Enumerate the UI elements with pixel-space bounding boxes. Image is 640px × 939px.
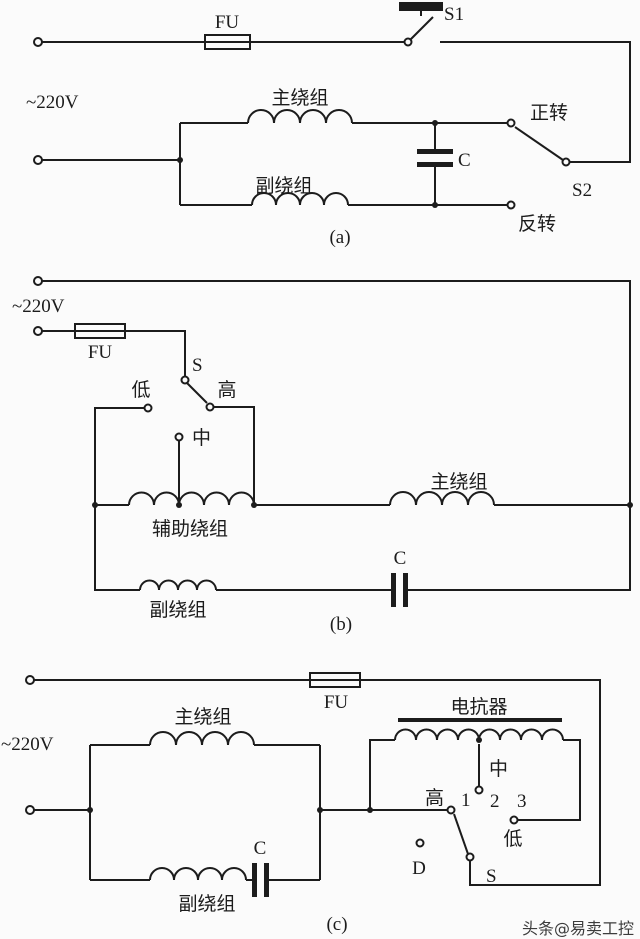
main-winding-coil-c — [149, 731, 255, 746]
diagram-a: FU S1 ~220V 主绕组 副绕组 C 正转 S2 反转 (a) — [26, 2, 631, 248]
voltage-label-b: ~220V — [12, 296, 65, 317]
capacitor-plate-right-c — [264, 863, 269, 897]
capacitor-label-a: C — [458, 150, 471, 171]
voltage-label-c: ~220V — [1, 734, 54, 755]
tap2-label: 2 — [490, 791, 500, 812]
caption-b: (b) — [330, 614, 352, 635]
capacitor-plate-right-b — [403, 573, 408, 607]
aux-winding-label-c: 副绕组 — [178, 893, 235, 915]
tap1-label: 1 — [461, 790, 471, 811]
low-speed-contact-b — [143, 403, 153, 413]
aux-winding-label-b: 副绕组 — [149, 599, 206, 621]
junction-dot — [432, 202, 438, 208]
aux-winding-label-a: 副绕组 — [255, 175, 312, 197]
s-pivot-contact-b — [180, 375, 190, 385]
main-winding-label-a: 主绕组 — [271, 87, 328, 109]
mid-speed-contact-c — [474, 785, 484, 795]
main-winding-coil-b — [389, 491, 495, 506]
mid-speed-contact-b — [174, 432, 184, 442]
fuse-symbol-b — [74, 323, 126, 339]
reactor-core-bar — [398, 718, 562, 722]
wires-b — [42, 280, 631, 591]
wires-a — [42, 41, 631, 206]
supply-terminal — [25, 805, 35, 815]
capacitor-plate-bottom-a — [417, 162, 453, 167]
helper-winding-coil-b — [128, 491, 255, 506]
d-contact-c — [415, 838, 425, 848]
s2-switch-blade — [514, 126, 564, 161]
reactor-label: 电抗器 — [450, 696, 507, 718]
junction-dot — [432, 120, 438, 126]
tap3-label: 3 — [517, 791, 527, 812]
capacitor-plate-left-c — [252, 863, 257, 897]
high-speed-contact-b — [205, 402, 215, 412]
caption-c: (c) — [326, 914, 347, 935]
main-winding-label-c: 主绕组 — [174, 706, 231, 728]
main-winding-label-b: 主绕组 — [430, 471, 487, 493]
mid-label-c: 中 — [489, 758, 508, 780]
supply-terminal — [33, 155, 43, 165]
helper-winding-label-b: 辅助绕组 — [152, 518, 228, 540]
d-label-c: D — [412, 858, 426, 879]
supply-terminal — [33, 276, 43, 286]
s-label-c: S — [486, 866, 497, 887]
capacitor-plate-left-b — [391, 573, 396, 607]
capacitor-label-c: C — [254, 838, 267, 859]
supply-terminal — [25, 675, 35, 685]
capacitor-label-b: C — [394, 548, 407, 569]
caption-a: (a) — [329, 227, 350, 248]
fuse-symbol-c — [309, 672, 361, 688]
junction-dot — [177, 157, 183, 163]
s1-hinge-contact — [403, 37, 413, 47]
low-label-b: 低 — [131, 379, 150, 401]
junction-dot — [176, 502, 182, 508]
main-winding-coil-a — [247, 109, 353, 124]
low-label-c: 低 — [503, 828, 522, 850]
s2-label: S2 — [572, 180, 592, 201]
fuse-label-b: FU — [88, 342, 113, 363]
aux-winding-coil-a — [251, 192, 349, 206]
s1-label: S1 — [444, 4, 464, 25]
high-label-c: 高 — [425, 787, 444, 809]
watermark-text: 头条@易卖工控 — [522, 919, 634, 938]
s-switch-blade-b — [186, 382, 208, 404]
s-pivot-contact-c — [465, 852, 475, 862]
aux-winding-coil-c — [149, 867, 247, 881]
supply-terminal — [33, 326, 43, 336]
s1-switch-blade — [409, 16, 434, 41]
s-label-b: S — [192, 355, 203, 376]
junction-dot — [476, 737, 482, 743]
junction-dot — [251, 502, 257, 508]
junction-dot — [87, 807, 93, 813]
fuse-label-a: FU — [215, 12, 240, 33]
fuse-symbol-a — [204, 34, 251, 50]
s1-top-terminal-bar — [399, 2, 443, 11]
capacitor-plate-top-a — [417, 149, 453, 154]
diagram-c: ~220V FU 主绕组 电抗器 中 高 1 2 3 低 D S C 副绕组 (… — [1, 672, 601, 935]
junction-dot — [367, 807, 373, 813]
s-switch-blade-c — [453, 813, 469, 855]
voltage-label-a: ~220V — [26, 92, 79, 113]
low-speed-contact-c — [509, 815, 519, 825]
supply-terminal — [33, 37, 43, 47]
diagram-b: ~220V FU S 低 高 中 辅助绕组 主绕组 C 副绕组 (b) — [12, 276, 633, 635]
wires-c — [34, 679, 601, 886]
high-label-b: 高 — [217, 379, 236, 401]
junction-dot — [317, 807, 323, 813]
forward-label: 正转 — [530, 102, 568, 124]
reverse-label: 反转 — [518, 213, 556, 235]
mid-label-b: 中 — [192, 427, 211, 449]
s2-pivot-contact — [561, 157, 571, 167]
s2-reverse-contact — [506, 200, 516, 210]
aux-winding-coil-b — [139, 579, 217, 591]
high-speed-contact-c — [446, 805, 456, 815]
s2-forward-contact — [506, 118, 516, 128]
junction-dot — [627, 502, 633, 508]
junction-dot — [92, 502, 98, 508]
fuse-label-c: FU — [324, 692, 349, 713]
